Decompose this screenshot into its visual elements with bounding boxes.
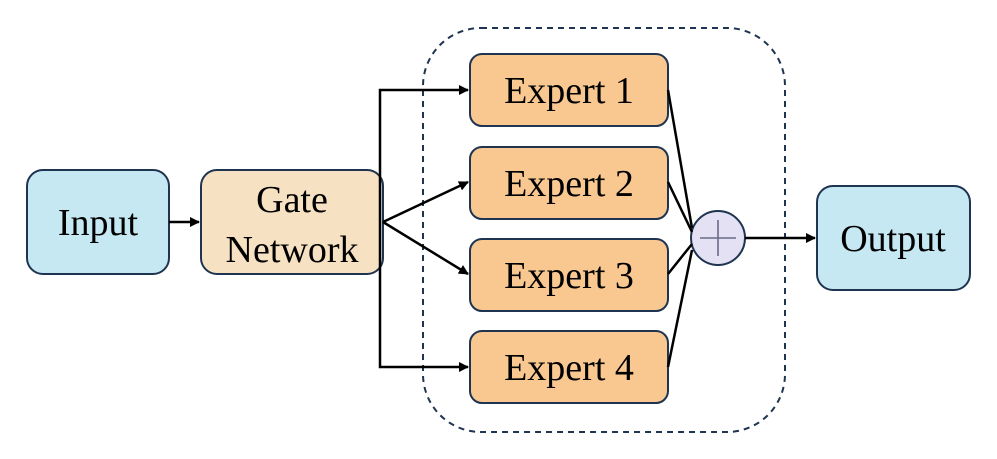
line-expert-4-to-sum [666, 249, 694, 368]
arrow-gate-to-expert-1 [378, 85, 469, 222]
expert-node-2: Expert 2 [469, 146, 669, 220]
expert-node-1: Expert 1 [469, 53, 669, 127]
expert-node-4: Expert 4 [469, 330, 669, 404]
output-label: Output [840, 218, 946, 260]
expert-node-3: Expert 3 [469, 238, 669, 312]
output-node: Output [816, 185, 971, 291]
expert-label-1: Expert 1 [504, 70, 634, 112]
input-label: Input [58, 202, 139, 244]
gate-network-node: Gate Network [200, 169, 384, 275]
line-expert-1-to-sum [666, 89, 694, 229]
gate-network-label-line1: Gate [256, 179, 328, 221]
experts-group-border [422, 27, 786, 433]
line-expert-3-to-sum [667, 243, 693, 275]
arrow-gate-to-expert-4 [378, 222, 469, 372]
line-expert-2-to-sum [666, 181, 694, 233]
edges [169, 85, 816, 372]
sum-node [690, 210, 746, 266]
expert-label-2: Expert 2 [504, 163, 634, 205]
input-node: Input [26, 169, 170, 275]
gate-network-label-line2: Network [226, 229, 359, 271]
arrow-gate-to-expert-2 [382, 180, 469, 224]
arrow-gate-to-expert-3 [382, 220, 469, 276]
expert-label-3: Expert 3 [504, 255, 634, 297]
expert-label-4: Expert 4 [504, 347, 634, 389]
